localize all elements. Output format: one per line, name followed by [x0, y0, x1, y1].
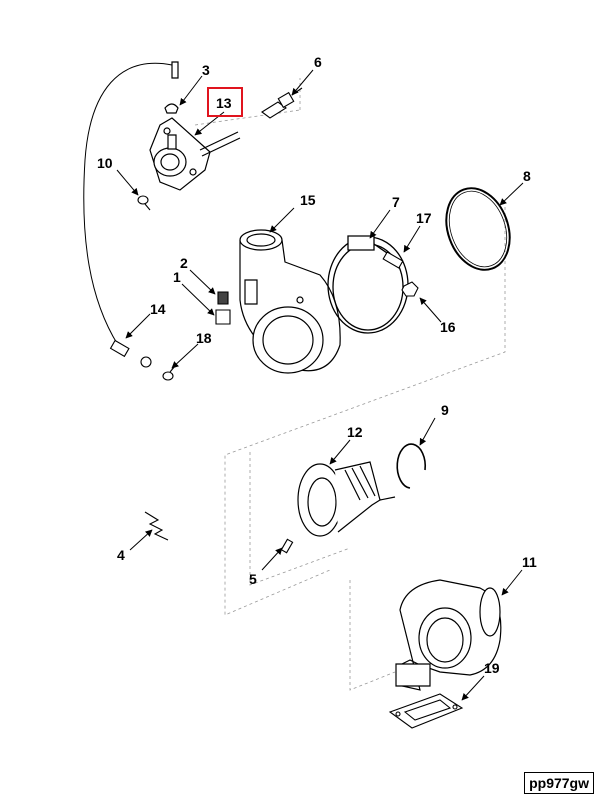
nut-part-16	[402, 282, 418, 296]
fitting-part-14	[111, 341, 151, 367]
callout-16: 16	[440, 319, 456, 335]
callout-15: 15	[300, 192, 316, 208]
callout-1: 1	[173, 269, 181, 285]
callout-17: 17	[416, 210, 432, 226]
cartridge-rotor	[298, 462, 395, 536]
pin-part-5	[281, 539, 292, 552]
callout-18: 18	[196, 330, 212, 346]
compressor-housing	[240, 230, 340, 373]
callout-3: 3	[202, 62, 210, 78]
callout-4: 4	[117, 547, 125, 563]
screw-part-18	[163, 366, 175, 380]
callout-labels: 3 6 13 10 8 15 7 17 2 1 16 14 18 9 12 4 …	[97, 54, 537, 676]
figure-code-label: pp977gw	[524, 772, 594, 794]
o-ring-part-8	[435, 179, 520, 278]
gasket-part-19	[390, 694, 462, 728]
snap-ring-part-9	[397, 444, 425, 488]
callout-19: 19	[484, 660, 500, 676]
callout-2: 2	[180, 255, 188, 271]
highlight-box	[207, 87, 243, 117]
callout-8: 8	[523, 168, 531, 184]
bolt-part-17	[383, 252, 403, 268]
leader-lines	[116, 69, 524, 701]
callout-11: 11	[522, 554, 537, 570]
clip-part-4	[145, 512, 168, 540]
callout-6: 6	[314, 54, 322, 70]
plate-part-1	[216, 310, 230, 324]
actuator-hose	[83, 62, 173, 346]
turbine-housing	[396, 580, 501, 690]
v-band-clamp	[328, 236, 408, 333]
callout-14: 14	[150, 301, 166, 317]
callout-7: 7	[392, 194, 400, 210]
assembly-guide-lines	[194, 78, 506, 691]
fitting-part-6	[262, 88, 302, 118]
callout-12: 12	[347, 424, 363, 440]
callout-10: 10	[97, 155, 113, 171]
plate-part-2	[218, 292, 228, 304]
wastegate-actuator	[150, 118, 240, 190]
screw-part-10	[138, 196, 150, 210]
callout-13: 13	[216, 95, 232, 111]
callout-9: 9	[441, 402, 449, 418]
cap-part-3	[165, 62, 178, 113]
callout-5: 5	[249, 571, 257, 587]
